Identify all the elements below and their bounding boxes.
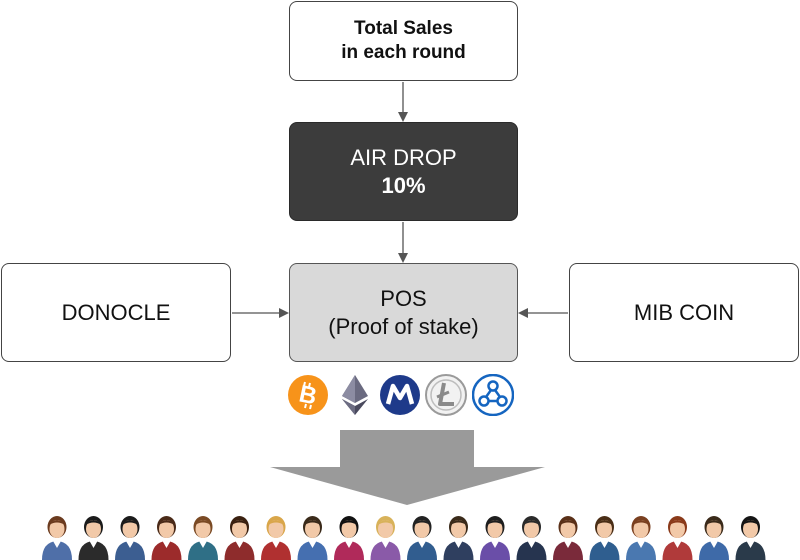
node-pos-line2: (Proof of stake) (328, 313, 479, 339)
ripple-icon (472, 374, 514, 416)
mib-coin-icon (380, 375, 420, 415)
person-icon (370, 516, 401, 560)
person-icon (151, 516, 182, 560)
node-pos: POS (Proof of stake) (289, 263, 518, 362)
litecoin-icon (425, 374, 467, 416)
person-icon (297, 516, 328, 560)
svg-text:B: B (297, 380, 320, 410)
distribution-arrow (270, 430, 545, 505)
person-icon (589, 516, 620, 560)
person-icon (224, 516, 255, 560)
person-icon (334, 516, 364, 560)
node-mib-coin: MIB COIN (569, 263, 799, 362)
people-row (42, 516, 766, 560)
node-air-drop: AIR DROP 10% (289, 122, 518, 221)
node-donocle-label: DONOCLE (61, 299, 171, 325)
node-pos-line1: POS (380, 286, 427, 311)
person-icon (115, 516, 145, 560)
person-icon (261, 516, 291, 560)
node-total-sales: Total Sales in each round (289, 1, 518, 81)
person-icon (443, 516, 474, 560)
person-icon (480, 516, 510, 560)
node-total-sales-line1: Total Sales (354, 18, 453, 40)
person-icon (188, 516, 218, 560)
person-icon (699, 516, 729, 560)
person-icon (735, 516, 766, 560)
person-icon (407, 516, 437, 560)
ethereum-icon (342, 375, 368, 415)
node-donocle: DONOCLE (1, 263, 231, 362)
person-icon (516, 516, 547, 560)
node-air-drop-line1: AIR DROP (350, 145, 457, 170)
node-air-drop-line2: 10% (381, 172, 426, 198)
person-icon (42, 516, 72, 560)
person-icon (626, 516, 656, 560)
person-icon (662, 516, 693, 560)
node-total-sales-line2: in each round (341, 42, 466, 63)
person-icon (78, 516, 109, 560)
bitcoin-icon: B (288, 375, 328, 415)
person-icon (553, 516, 583, 560)
node-mib-coin-label: MIB COIN (633, 299, 735, 325)
